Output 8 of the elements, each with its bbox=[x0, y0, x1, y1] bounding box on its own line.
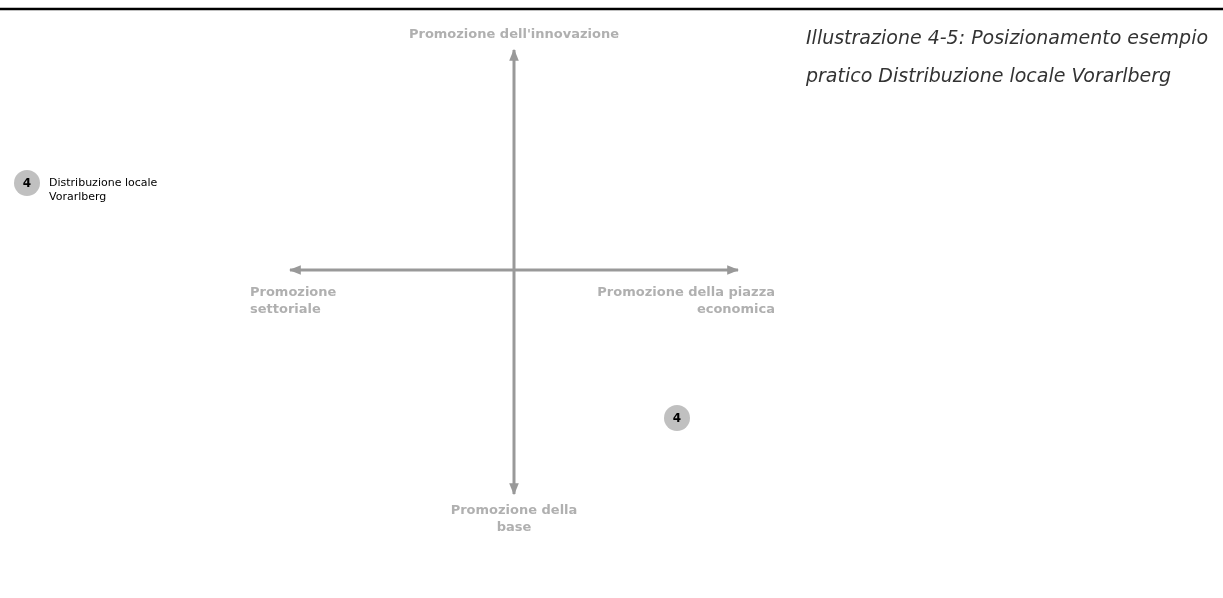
axis-label: Promozione dell'innovazione bbox=[407, 25, 621, 42]
figure-caption: Illustrazione 4-5: Posizionamento esempio pratico Distribuzione locale Vorarlberg bbox=[806, 25, 1210, 88]
axis-label: Promozione settoriale bbox=[250, 283, 338, 317]
marker-description: Distribuzione locale Vorarlberg bbox=[49, 176, 159, 204]
axis-label: Promozione della base bbox=[449, 501, 579, 535]
axis-label: Promozione della piazza economica bbox=[596, 283, 775, 317]
marker-circle: 4 bbox=[14, 170, 40, 196]
marker-circle: 4 bbox=[664, 405, 690, 431]
